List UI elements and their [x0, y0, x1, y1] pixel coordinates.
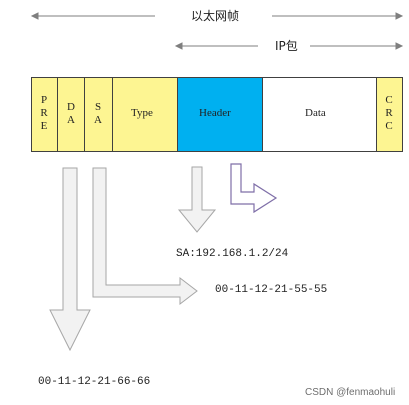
- frame-fields: [31, 77, 403, 152]
- field-data-label: Data: [305, 107, 326, 119]
- field-header: [177, 77, 263, 152]
- ip-packet-title: IP包: [275, 39, 298, 53]
- field-pre: [31, 77, 58, 152]
- destination-mac-address: 00-11-12-21-66-66: [38, 376, 151, 388]
- da-down-arrow: [49, 167, 91, 352]
- field-pre-label: PRE: [40, 94, 48, 132]
- field-crc: [376, 77, 403, 152]
- field-data: [262, 77, 377, 152]
- ethernet-frame-span: [30, 12, 404, 20]
- ethernet-frame-title: 以太网帧: [191, 9, 240, 23]
- field-sa: [84, 77, 113, 152]
- field-type: [112, 77, 178, 152]
- field-da: [57, 77, 85, 152]
- field-header-label: Header: [199, 107, 231, 119]
- field-sa-label: SA: [94, 101, 102, 126]
- header-bent-arrow: [230, 163, 278, 214]
- ip-source-address: SA:192.168.1.2/24: [176, 248, 289, 260]
- source-mac-address: 00-11-12-21-55-55: [215, 284, 328, 296]
- header-down-arrow: [177, 166, 217, 233]
- sa-bent-arrow: [92, 167, 198, 306]
- ip-packet-span: [174, 42, 404, 50]
- field-crc-label: CRC: [385, 94, 393, 132]
- field-type-label: Type: [131, 107, 153, 119]
- field-da-label: DA: [67, 101, 75, 126]
- watermark: CSDN @fenmaohuli: [305, 387, 396, 398]
